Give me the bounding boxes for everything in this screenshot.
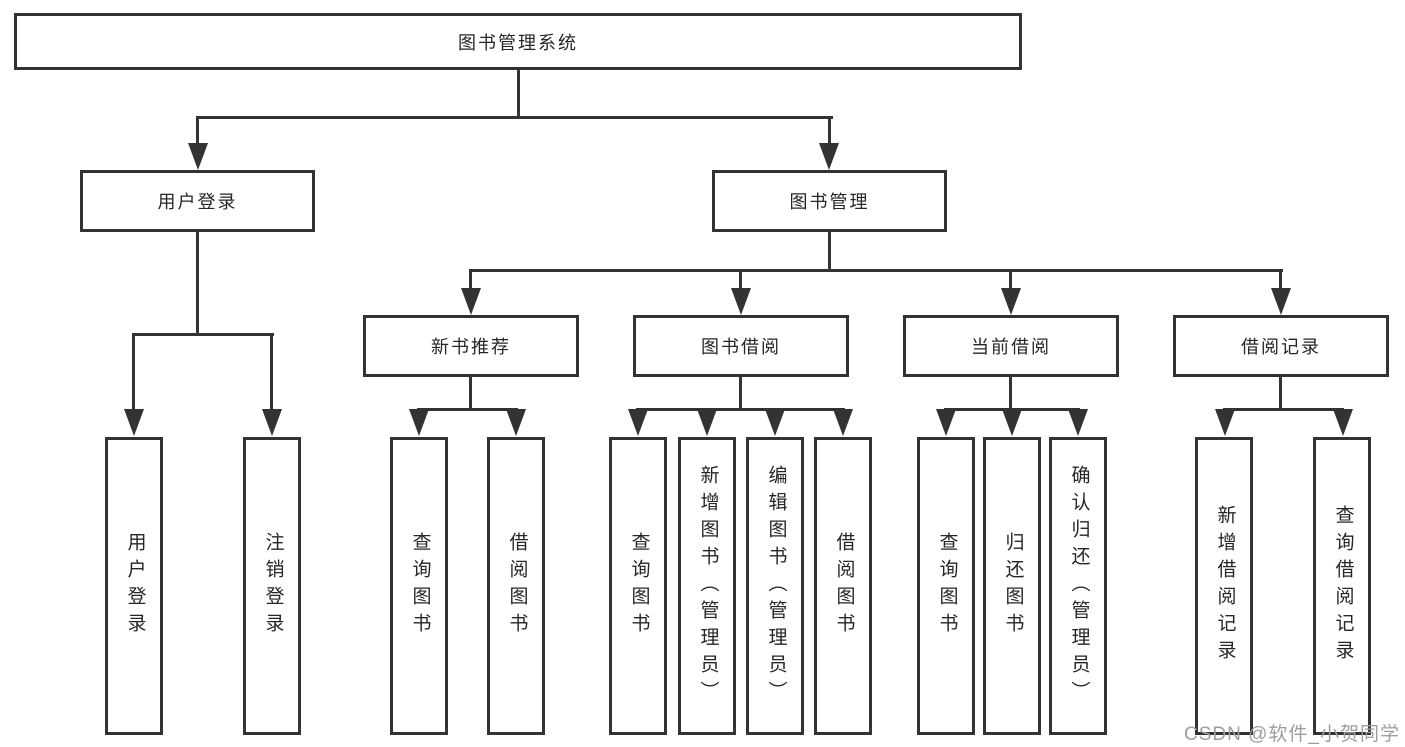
arrow-down-icon xyxy=(819,143,839,170)
connector-line xyxy=(196,116,199,146)
connector-line xyxy=(132,333,135,410)
connector-line xyxy=(1279,269,1282,290)
node-book-management: 图书管理 xyxy=(712,170,947,232)
node-current-borrow-label: 当前借阅 xyxy=(971,337,1051,357)
leaf-query-book-current-label: 查询图书 xyxy=(936,532,958,640)
connector-line xyxy=(739,377,742,410)
arrow-down-icon xyxy=(409,409,429,436)
leaf-borrow-book-recommend-label: 借阅图书 xyxy=(506,532,528,640)
csdn-watermark: CSDN @软件_小贺同学 xyxy=(1184,724,1400,745)
leaf-borrow-book-recommend: 借阅图书 xyxy=(487,437,545,735)
node-borrow-records-label: 借阅记录 xyxy=(1241,337,1321,357)
leaf-edit-book-admin-label: 编辑图书（管理员） xyxy=(765,464,787,708)
leaf-add-book-admin: 新增图书（管理员） xyxy=(678,437,736,735)
leaf-add-borrow-record: 新增借阅记录 xyxy=(1195,437,1253,735)
leaf-confirm-return-admin-label: 确认归还（管理员） xyxy=(1068,464,1090,708)
arrow-down-icon xyxy=(1001,288,1021,315)
arrow-down-icon xyxy=(1215,409,1235,436)
node-book-borrow: 图书借阅 xyxy=(633,315,849,377)
connector-line xyxy=(132,333,274,336)
leaf-query-book-borrow-label: 查询图书 xyxy=(628,532,650,640)
leaf-query-book-recommend: 查询图书 xyxy=(390,437,448,735)
arrow-down-icon xyxy=(697,409,717,436)
connector-line xyxy=(270,333,273,410)
leaf-query-book-recommend-label: 查询图书 xyxy=(409,532,431,640)
connector-line xyxy=(469,269,472,290)
leaf-query-borrow-record: 查询借阅记录 xyxy=(1313,437,1371,735)
arrow-down-icon xyxy=(833,409,853,436)
arrow-down-icon xyxy=(461,288,481,315)
leaf-query-borrow-record-label: 查询借阅记录 xyxy=(1332,505,1354,667)
connector-line xyxy=(1009,269,1012,290)
leaf-add-book-admin-label: 新增图书（管理员） xyxy=(697,464,719,708)
node-borrow-records: 借阅记录 xyxy=(1173,315,1389,377)
leaf-logout: 注销登录 xyxy=(243,437,301,735)
connector-line xyxy=(517,70,520,118)
leaf-add-borrow-record-label: 新增借阅记录 xyxy=(1214,505,1236,667)
leaf-borrow-book-label: 借阅图书 xyxy=(833,532,855,640)
arrow-down-icon xyxy=(1333,409,1353,436)
leaf-query-book-borrow: 查询图书 xyxy=(609,437,667,735)
leaf-confirm-return-admin: 确认归还（管理员） xyxy=(1049,437,1107,735)
connector-line xyxy=(417,408,518,411)
connector-line xyxy=(469,377,472,410)
leaf-borrow-book: 借阅图书 xyxy=(814,437,872,735)
connector-line xyxy=(1223,408,1344,411)
connector-line xyxy=(196,232,199,335)
connector-line xyxy=(739,269,742,290)
arrow-down-icon xyxy=(506,409,526,436)
connector-line xyxy=(828,232,831,272)
node-book-management-label: 图书管理 xyxy=(789,192,870,212)
node-root-label: 图书管理系统 xyxy=(458,32,578,53)
leaf-return-book: 归还图书 xyxy=(983,437,1041,735)
node-user-login-label: 用户登录 xyxy=(157,192,238,212)
node-new-book-recommend-label: 新书推荐 xyxy=(431,337,511,357)
arrow-down-icon xyxy=(188,143,208,170)
leaf-logout-label: 注销登录 xyxy=(262,532,284,640)
node-current-borrow: 当前借阅 xyxy=(903,315,1119,377)
arrow-down-icon xyxy=(1271,288,1291,315)
arrow-down-icon xyxy=(731,288,751,315)
arrow-down-icon xyxy=(124,409,144,436)
node-new-book-recommend: 新书推荐 xyxy=(363,315,579,377)
arrow-down-icon xyxy=(1002,409,1022,436)
connector-line xyxy=(196,116,833,119)
node-root: 图书管理系统 xyxy=(14,13,1022,70)
connector-line xyxy=(1279,377,1282,410)
leaf-query-book-current: 查询图书 xyxy=(917,437,975,735)
connector-line xyxy=(828,116,831,146)
leaf-user-login-label: 用户登录 xyxy=(124,532,146,640)
leaf-return-book-label: 归还图书 xyxy=(1002,532,1024,640)
connector-line xyxy=(636,408,845,411)
connector-line xyxy=(1009,377,1012,410)
arrow-down-icon xyxy=(628,409,648,436)
node-user-login: 用户登录 xyxy=(80,170,315,232)
arrow-down-icon xyxy=(765,409,785,436)
node-book-borrow-label: 图书借阅 xyxy=(701,337,781,357)
arrow-down-icon xyxy=(1068,409,1088,436)
arrow-down-icon xyxy=(262,409,282,436)
leaf-user-login: 用户登录 xyxy=(105,437,163,735)
connector-line xyxy=(469,269,1283,272)
arrow-down-icon xyxy=(936,409,956,436)
leaf-edit-book-admin: 编辑图书（管理员） xyxy=(746,437,804,735)
